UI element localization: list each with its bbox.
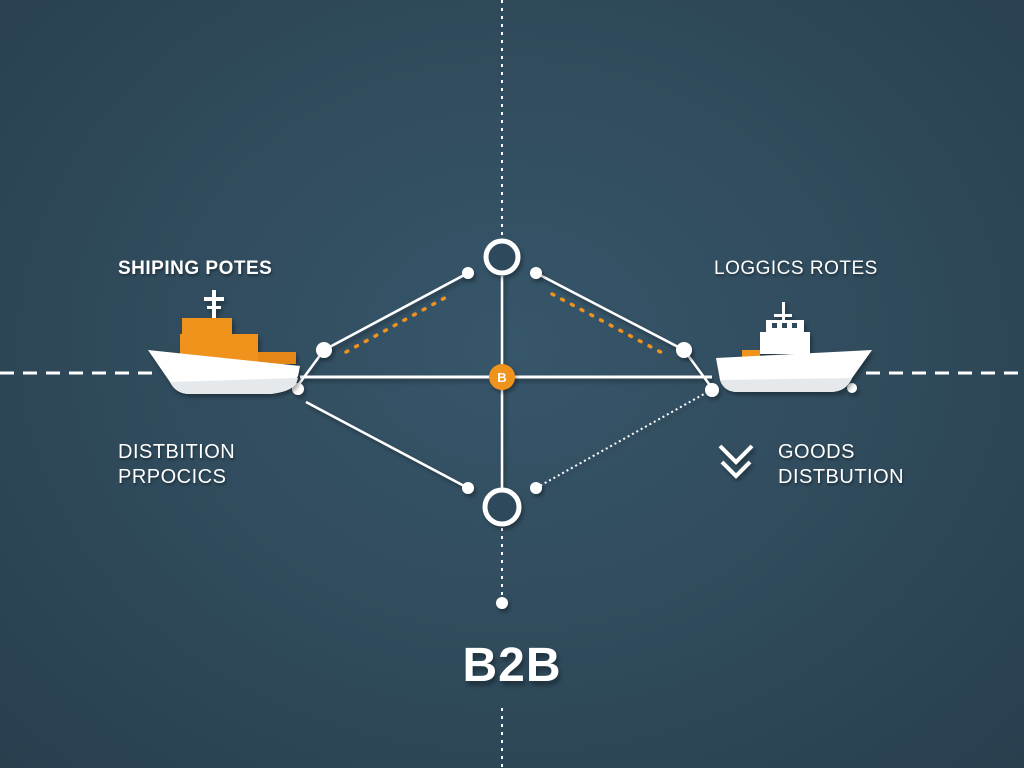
node-far-right-end: [847, 383, 857, 393]
node-low-left: [462, 482, 474, 494]
route-edge-lower-right: [535, 393, 705, 489]
node-mid-right: [676, 342, 692, 358]
orange-dotted-path-left: [344, 292, 454, 354]
goods-distribution-label-line1: GOODS: [778, 441, 855, 463]
hub-center-badge: [489, 364, 515, 390]
node-low-right: [530, 482, 542, 494]
node-bottom-dot: [496, 597, 508, 609]
logistics-routes-label: LOGGICS ROTES: [714, 258, 878, 279]
route-edge-upper-right: [535, 271, 685, 352]
hub-center-letter: B: [497, 370, 506, 385]
node-top-left: [462, 267, 474, 279]
node-bottom-ring: [482, 487, 522, 527]
distribution-process-label-line1: DISTBITION: [118, 441, 236, 463]
node-top-ring: [483, 238, 521, 276]
node-left-ship-end: [292, 383, 304, 395]
shipping-routes-label: SHIPING POTES: [118, 258, 273, 279]
node-top-right: [530, 267, 542, 279]
double-chevron-down-icon: [718, 444, 754, 479]
distribution-process-label-line2: PRPOCICS: [118, 466, 227, 488]
goods-distribution-label-line2: DISTBUTION: [778, 466, 905, 488]
route-edge-upper-left: [323, 271, 469, 352]
orange-dotted-path-right: [550, 292, 670, 358]
b2b-title: B2B: [462, 639, 562, 692]
route-edge-lower-left: [305, 400, 469, 490]
node-right-ship-end: [705, 383, 719, 397]
cargo-ship-icon: [148, 290, 300, 394]
fishing-boat-icon: [716, 302, 872, 392]
node-mid-left: [316, 342, 332, 358]
